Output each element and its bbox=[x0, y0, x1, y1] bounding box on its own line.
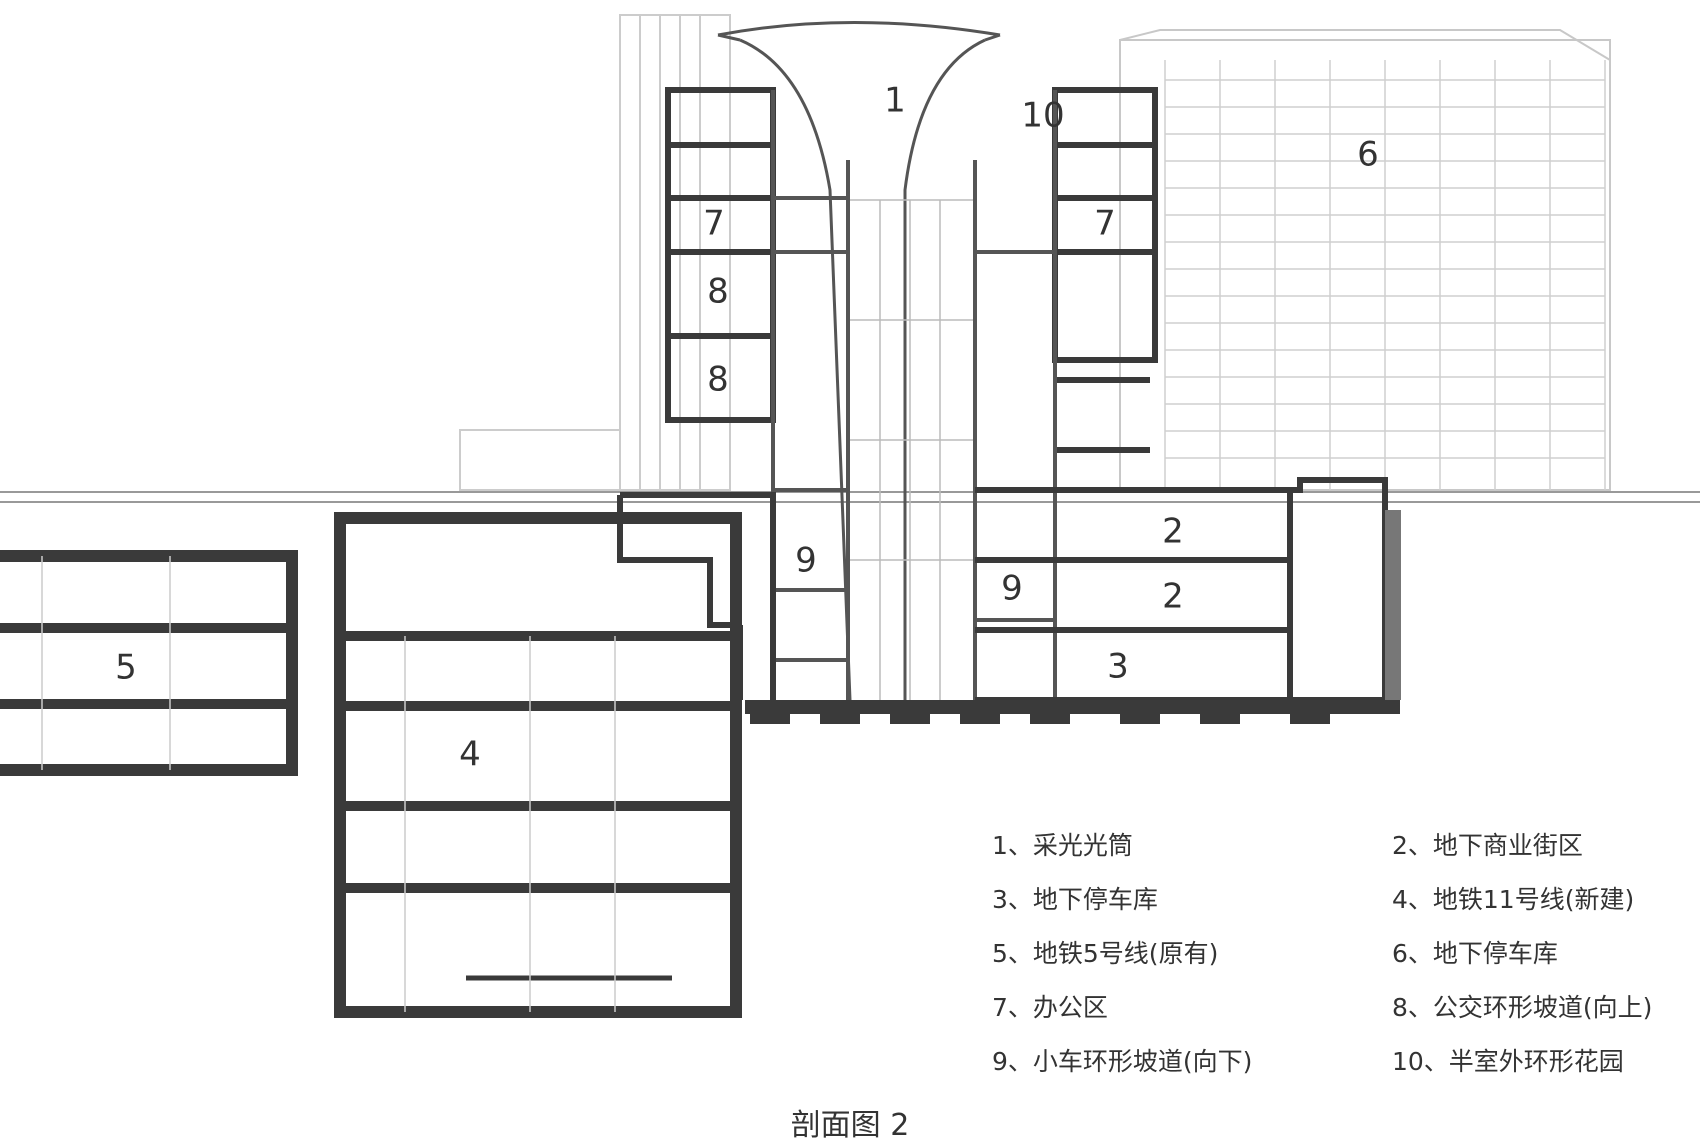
facade-grid bbox=[1164, 60, 1606, 490]
metro-line-5-box bbox=[0, 550, 298, 776]
legend-item: 3、地下停车库 bbox=[992, 885, 1158, 914]
retaining-wall bbox=[1385, 510, 1401, 700]
zone-label-2-lower: 2 bbox=[1162, 577, 1184, 617]
metro-line-11-box bbox=[334, 512, 742, 1018]
zone-label-9-right: 9 bbox=[1001, 569, 1023, 609]
zone-label-3: 3 bbox=[1107, 647, 1129, 687]
legend-item: 10、半室外环形花园 bbox=[1392, 1047, 1624, 1076]
foundation-slab bbox=[745, 700, 1400, 724]
legend-item: 8、公交环形坡道(向上) bbox=[1392, 993, 1653, 1022]
zone-label-9-left: 9 bbox=[795, 541, 817, 581]
background-building bbox=[1119, 29, 1611, 491]
legend-item: 6、地下停车库 bbox=[1392, 939, 1558, 968]
zone-label-2-upper: 2 bbox=[1162, 512, 1184, 552]
legend-item: 2、地下商业街区 bbox=[1392, 831, 1583, 860]
light-cylinder-grid bbox=[850, 199, 975, 700]
legend-item: 4、地铁11号线(新建) bbox=[1392, 885, 1635, 914]
zone-label-8-lower: 8 bbox=[707, 360, 729, 400]
legend-item: 5、地铁5号线(原有) bbox=[992, 939, 1219, 968]
left-underground bbox=[617, 492, 776, 700]
legend-item: 9、小车环形坡道(向下) bbox=[992, 1047, 1253, 1076]
zone-label-10: 10 bbox=[1021, 96, 1064, 136]
light-cylinder bbox=[717, 21, 1001, 701]
zone-label-1: 1 bbox=[884, 81, 906, 121]
legend-item: 1、采光光筒 bbox=[992, 831, 1133, 860]
legend-item: 7、办公区 bbox=[992, 993, 1108, 1022]
zone-label-7-left: 7 bbox=[703, 204, 725, 244]
right-core bbox=[973, 90, 1057, 700]
zone-label-6: 6 bbox=[1357, 135, 1379, 175]
right-office-tower bbox=[1052, 87, 1158, 453]
zone-label-7-right: 7 bbox=[1094, 204, 1116, 244]
zone-label-8-upper: 8 bbox=[707, 272, 729, 312]
zone-label-5: 5 bbox=[115, 648, 137, 688]
left-office-tower bbox=[665, 87, 776, 423]
zone-label-4: 4 bbox=[459, 735, 481, 775]
drawing-caption: 剖面图 2 bbox=[790, 1108, 910, 1143]
